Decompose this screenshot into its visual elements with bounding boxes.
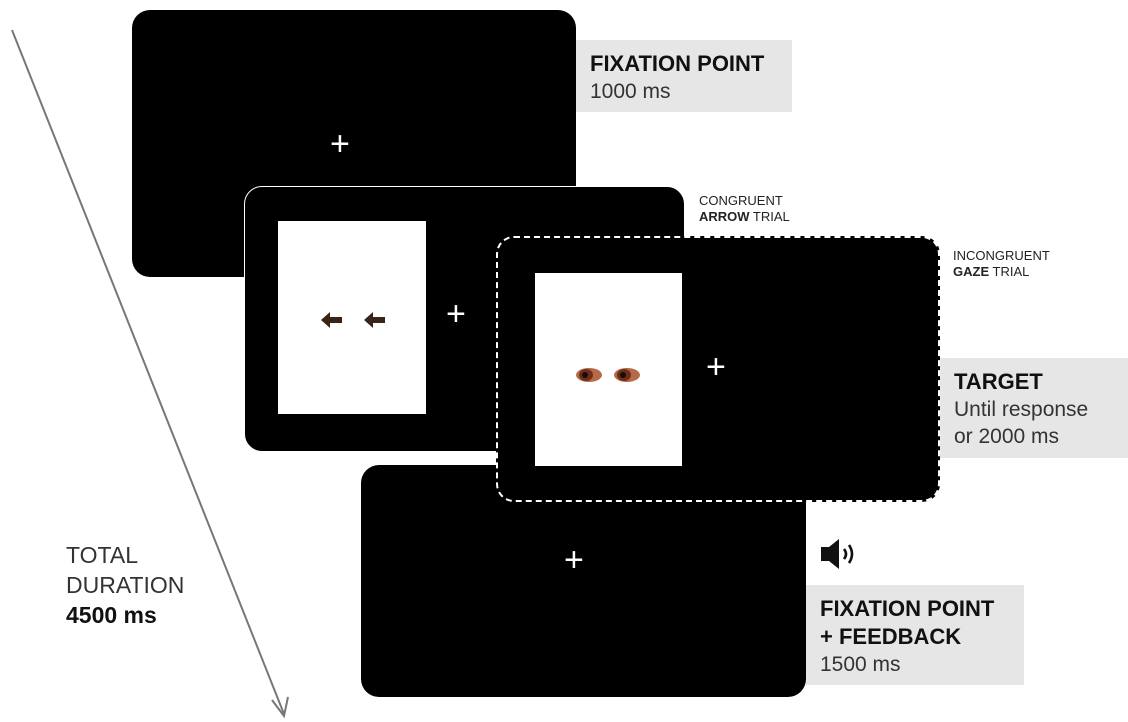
arrow-stimulus-panel <box>278 221 426 414</box>
left-arrow-icon <box>321 312 343 328</box>
left-arrow-icon <box>364 312 386 328</box>
congruent-line1: CONGRUENT <box>699 193 790 209</box>
fixation-title: FIXATION POINT <box>590 50 778 78</box>
feedback-label: FIXATION POINT + FEEDBACK 1500 ms <box>806 585 1024 685</box>
feedback-duration: 1500 ms <box>820 651 1010 678</box>
total-line2: DURATION <box>66 570 184 600</box>
speaker-icon <box>818 536 862 572</box>
incongruent-label: INCONGRUENT GAZE TRIAL <box>953 248 1050 280</box>
total-line1: TOTAL <box>66 540 184 570</box>
incongruent-trial: TRIAL <box>989 264 1029 279</box>
gaze-stimulus-panel <box>535 273 682 466</box>
incongruent-gaze-screen: + <box>496 236 940 502</box>
eye-icon <box>613 367 641 383</box>
congruent-type: ARROW <box>699 209 750 224</box>
congruent-label: CONGRUENT ARROW TRIAL <box>699 193 790 225</box>
eye-icon <box>575 367 603 383</box>
incongruent-line1: INCONGRUENT <box>953 248 1050 264</box>
fixation-label: FIXATION POINT 1000 ms <box>576 40 792 112</box>
total-value: 4500 ms <box>66 600 184 630</box>
incongruent-type: GAZE <box>953 264 989 279</box>
target-line2: or 2000 ms <box>954 423 1114 450</box>
feedback-title-2: + FEEDBACK <box>820 623 1010 651</box>
fixation-cross: + <box>330 127 350 161</box>
fixation-duration: 1000 ms <box>590 78 778 105</box>
congruent-trial: TRIAL <box>750 209 790 224</box>
feedback-title-1: FIXATION POINT <box>820 595 1010 623</box>
target-title: TARGET <box>954 368 1114 396</box>
feedback-cross: + <box>564 543 584 577</box>
congruent-cross: + <box>446 297 466 331</box>
target-label: TARGET Until response or 2000 ms <box>940 358 1128 458</box>
total-duration: TOTAL DURATION 4500 ms <box>66 540 184 630</box>
target-line1: Until response <box>954 396 1114 423</box>
incongruent-cross: + <box>706 350 726 384</box>
